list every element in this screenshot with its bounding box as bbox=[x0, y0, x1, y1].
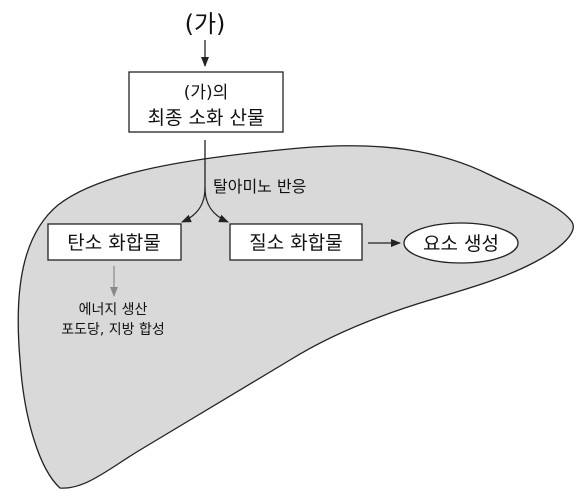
urea-production-label: 요소 생성 bbox=[423, 233, 499, 255]
carbon-uses-line2: 포도당, 지방 합성 bbox=[61, 322, 165, 338]
arrow-to-nitrogen bbox=[204, 187, 229, 223]
digest-box-line1: (가)의 bbox=[184, 83, 229, 103]
digest-product-box bbox=[128, 71, 284, 133]
carbon-uses-line1: 에너지 생산 bbox=[79, 302, 148, 318]
carbon-compound-box bbox=[47, 223, 182, 261]
carbon-compound-label: 탄소 화합물 bbox=[67, 232, 160, 254]
top-label: (가) bbox=[185, 10, 226, 38]
digest-box-line2: 최종 소화 산물 bbox=[148, 107, 265, 129]
branch-label: 탈아미노 반응 bbox=[213, 177, 306, 196]
nitrogen-compound-box bbox=[229, 223, 363, 261]
nitrogen-compound-label: 질소 화합물 bbox=[249, 232, 342, 254]
urea-production-oval bbox=[403, 222, 519, 264]
